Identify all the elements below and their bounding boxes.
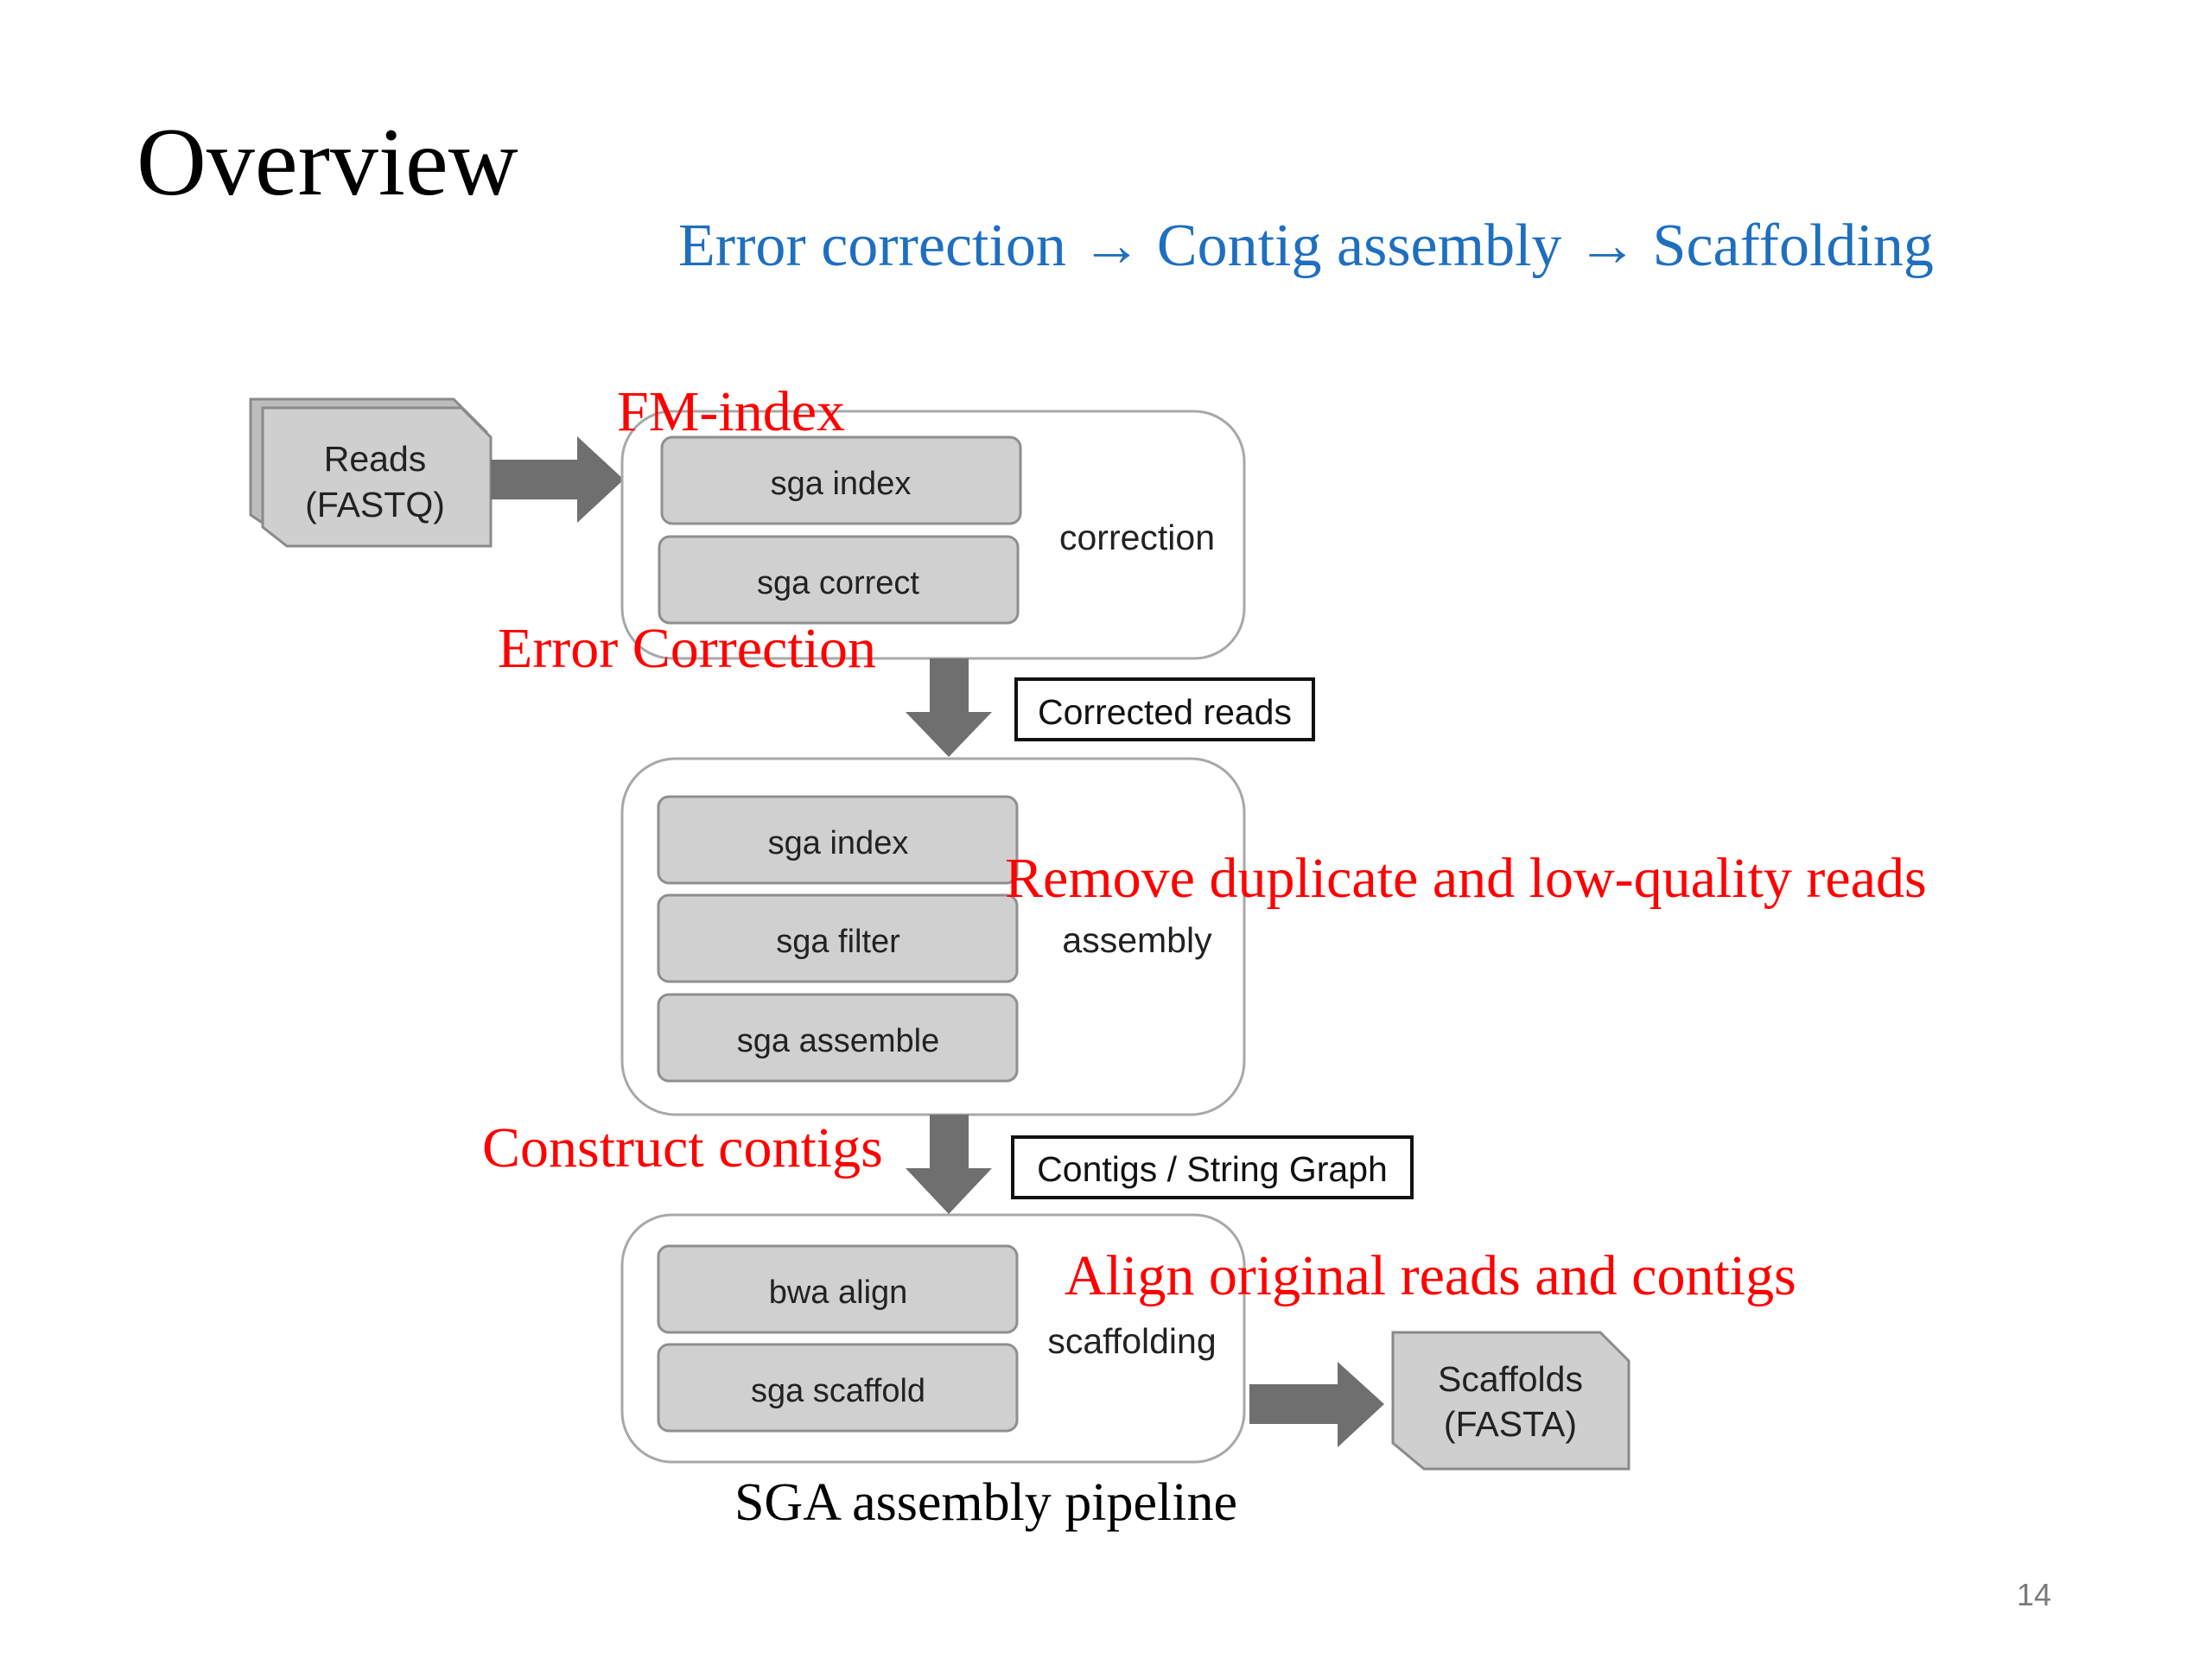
step-sga-scaffold-label: sga scaffold <box>751 1373 925 1409</box>
step-sga-assemble-label: sga assemble <box>737 1023 939 1059</box>
output-file-line1: Scaffolds <box>1438 1359 1583 1399</box>
step-sga-scaffold <box>657 1343 1019 1433</box>
page-number: 14 <box>2017 1577 2052 1612</box>
input-file-reads: Reads (FASTQ) <box>249 397 493 548</box>
step-sga-index-1-label: sga index <box>771 466 912 502</box>
arrow-correction-to-assembly <box>906 658 992 757</box>
step-bwa-align <box>657 1244 1019 1334</box>
stage-assembly-label: assembly <box>1062 920 1212 960</box>
stage-correction: sga index sga correct correction <box>620 410 1246 660</box>
step-sga-filter <box>657 893 1019 983</box>
output-contigs-string-graph-label: Contigs / String Graph <box>1037 1149 1388 1189</box>
step-sga-correct <box>658 535 1020 625</box>
input-file-line1: Reads <box>324 439 427 479</box>
step-sga-filter-label: sga filter <box>776 924 900 960</box>
stage-correction-label: correction <box>1059 518 1215 557</box>
output-file-scaffolds: Scaffolds (FASTA) <box>1391 1331 1630 1471</box>
step-sga-assemble <box>657 993 1019 1083</box>
arrow-scaffolding-to-scaffolds <box>1249 1362 1384 1447</box>
output-corrected-reads: Corrected reads <box>1014 677 1315 741</box>
stage-scaffolding: bwa align sga scaffold scaffolding <box>620 1213 1246 1464</box>
diagram-caption: SGA assembly pipeline <box>734 1473 1238 1532</box>
arrow-reads-to-correction <box>491 436 624 523</box>
step-sga-index-2 <box>657 795 1019 885</box>
pipeline-subtitle: Error correction → Contig assembly → Sca… <box>678 213 1934 279</box>
stage-scaffolding-label: scaffolding <box>1047 1321 1216 1361</box>
annotation-error-correction: Error Correction <box>498 617 876 680</box>
step-bwa-align-label: bwa align <box>769 1274 908 1311</box>
output-corrected-reads-label: Corrected reads <box>1038 692 1292 732</box>
annotation-fm-index: FM-index <box>617 380 845 443</box>
output-file-line2: (FASTA) <box>1444 1404 1577 1444</box>
page-title: Overview <box>137 109 518 216</box>
step-sga-index-1 <box>660 435 1022 525</box>
step-sga-index-2-label: sga index <box>768 825 909 861</box>
annotation-align-reads: Align original reads and contigs <box>1065 1244 1796 1307</box>
annotation-construct-contigs: Construct contigs <box>482 1116 883 1179</box>
output-contigs-string-graph: Contigs / String Graph <box>1011 1135 1414 1199</box>
annotation-remove-duplicates: Remove duplicate and low-quality reads <box>1005 847 1927 910</box>
step-sga-correct-label: sga correct <box>757 565 919 601</box>
input-file-line2: (FASTQ) <box>305 485 445 524</box>
stage-assembly: sga index sga filter sga assemble assemb… <box>620 757 1246 1116</box>
arrow-assembly-to-scaffolding <box>906 1115 992 1214</box>
